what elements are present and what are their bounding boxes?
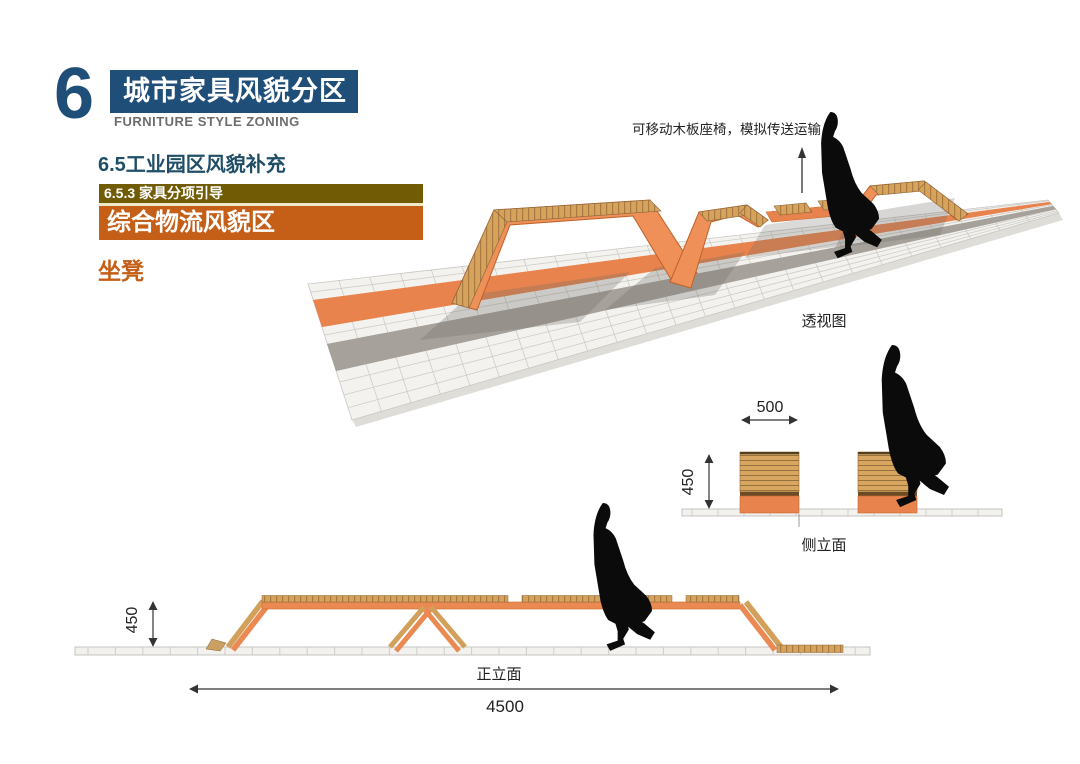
bench-ribbon bbox=[205, 595, 844, 653]
ground bbox=[74, 646, 871, 656]
dim-500-label: 500 bbox=[756, 399, 784, 416]
bench-arch-1 bbox=[451, 199, 698, 311]
bench-section bbox=[739, 451, 800, 514]
perspective-view bbox=[307, 112, 1063, 427]
ground bbox=[681, 508, 1003, 517]
guide-bar: 6.5.3 家具分项引导 bbox=[99, 184, 423, 203]
front-elevation-label: 正立面 bbox=[476, 666, 522, 683]
dim-4500-label: 4500 bbox=[486, 697, 524, 716]
bar-separator bbox=[99, 203, 423, 206]
chapter-title: 城市家具风貌分区 bbox=[123, 76, 347, 106]
annotation-arrow bbox=[798, 147, 806, 193]
side-elevation bbox=[681, 345, 1003, 527]
side-elevation-label: 侧立面 bbox=[801, 537, 847, 554]
item-title: 坐凳 bbox=[98, 258, 144, 284]
guide-bar-label: 6.5.3 家具分项引导 bbox=[104, 185, 224, 201]
zone-bar-label: 综合物流风貌区 bbox=[107, 209, 275, 236]
section-title: 6.5工业园区风貌补充 bbox=[98, 154, 286, 176]
chapter-number: 6 bbox=[54, 54, 95, 134]
ground-ticks bbox=[87, 647, 856, 655]
front-elevation bbox=[74, 503, 871, 694]
chapter-subtitle: FURNITURE STYLE ZONING bbox=[114, 114, 300, 129]
platform-front-face bbox=[352, 213, 1063, 427]
dim-450-front-label: 450 bbox=[124, 606, 141, 634]
zone-bar: 综合物流风貌区 bbox=[99, 206, 423, 240]
bench-shadow bbox=[420, 272, 630, 340]
person-silhouette bbox=[593, 503, 655, 651]
chapter-title-banner: 城市家具风貌分区 bbox=[110, 70, 358, 113]
annotation-text: 可移动木板座椅，模拟传送运输 bbox=[632, 122, 821, 137]
perspective-label: 透视图 bbox=[801, 313, 847, 330]
dim-450-side-label: 450 bbox=[680, 468, 697, 496]
bench-arch-2 bbox=[669, 204, 769, 289]
